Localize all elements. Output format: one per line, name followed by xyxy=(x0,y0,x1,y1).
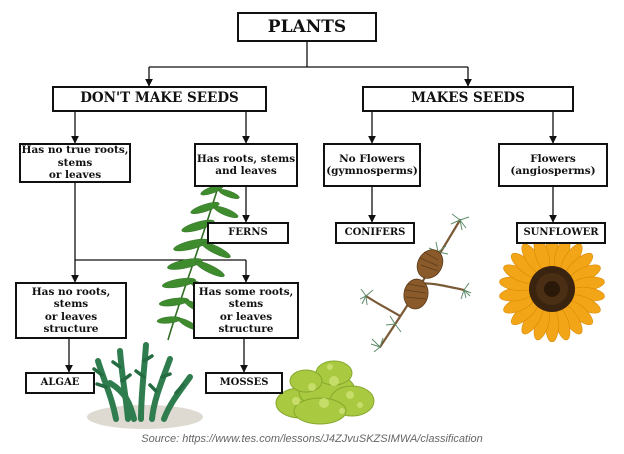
no-roots-structure-label: Has no roots, stems or leaves structure xyxy=(31,285,111,335)
no-flowers-label: No Flowers (gymnosperms) xyxy=(326,152,418,177)
plants-label: PLANTS xyxy=(267,16,347,37)
algae-label: ALGAE xyxy=(40,377,80,389)
some-roots-structure-label: Has some roots, stems or leaves structur… xyxy=(198,285,294,335)
no-true-roots-label: Has no true roots, stems or leaves xyxy=(21,144,129,182)
algae-box: ALGAE xyxy=(25,372,95,394)
sunflower-label: SUNFLOWER xyxy=(523,227,599,239)
no-flowers-box: No Flowers (gymnosperms) xyxy=(323,143,421,187)
no-roots-structure-box: Has no roots, stems or leaves structure xyxy=(15,282,127,339)
plants-box: PLANTS xyxy=(237,12,377,42)
algae-image xyxy=(87,342,203,429)
some-roots-structure-box: Has some roots, stems or leaves structur… xyxy=(193,282,299,339)
mosses-box: MOSSES xyxy=(205,372,283,394)
moss-image xyxy=(275,360,375,425)
ferns-label: FERNS xyxy=(228,227,268,239)
dont-make-seeds-box: DON'T MAKE SEEDS xyxy=(52,86,267,112)
source-caption: Source: https://www.tes.com/lessons/J4ZJ… xyxy=(141,433,483,445)
flowers-box: Flowers (angiosperms) xyxy=(498,143,608,187)
conifer-branch-image xyxy=(360,213,472,352)
sunflower-box: SUNFLOWER xyxy=(516,222,606,244)
no-true-roots-box: Has no true roots, stems or leaves xyxy=(19,143,131,183)
has-roots-stems-label: Has roots, stems and leaves xyxy=(196,152,296,177)
ferns-box: FERNS xyxy=(207,222,289,244)
flowers-label: Flowers (angiosperms) xyxy=(510,152,596,177)
makes-seeds-box: MAKES SEEDS xyxy=(362,86,574,112)
makes-seeds-label: MAKES SEEDS xyxy=(411,90,525,107)
conifers-box: CONIFERS xyxy=(335,222,415,244)
conifers-label: CONIFERS xyxy=(344,227,406,239)
dont-make-seeds-label: DON'T MAKE SEEDS xyxy=(80,90,239,107)
has-roots-stems-box: Has roots, stems and leaves xyxy=(194,143,298,187)
mosses-label: MOSSES xyxy=(219,377,269,389)
sunflower-image xyxy=(499,236,605,342)
